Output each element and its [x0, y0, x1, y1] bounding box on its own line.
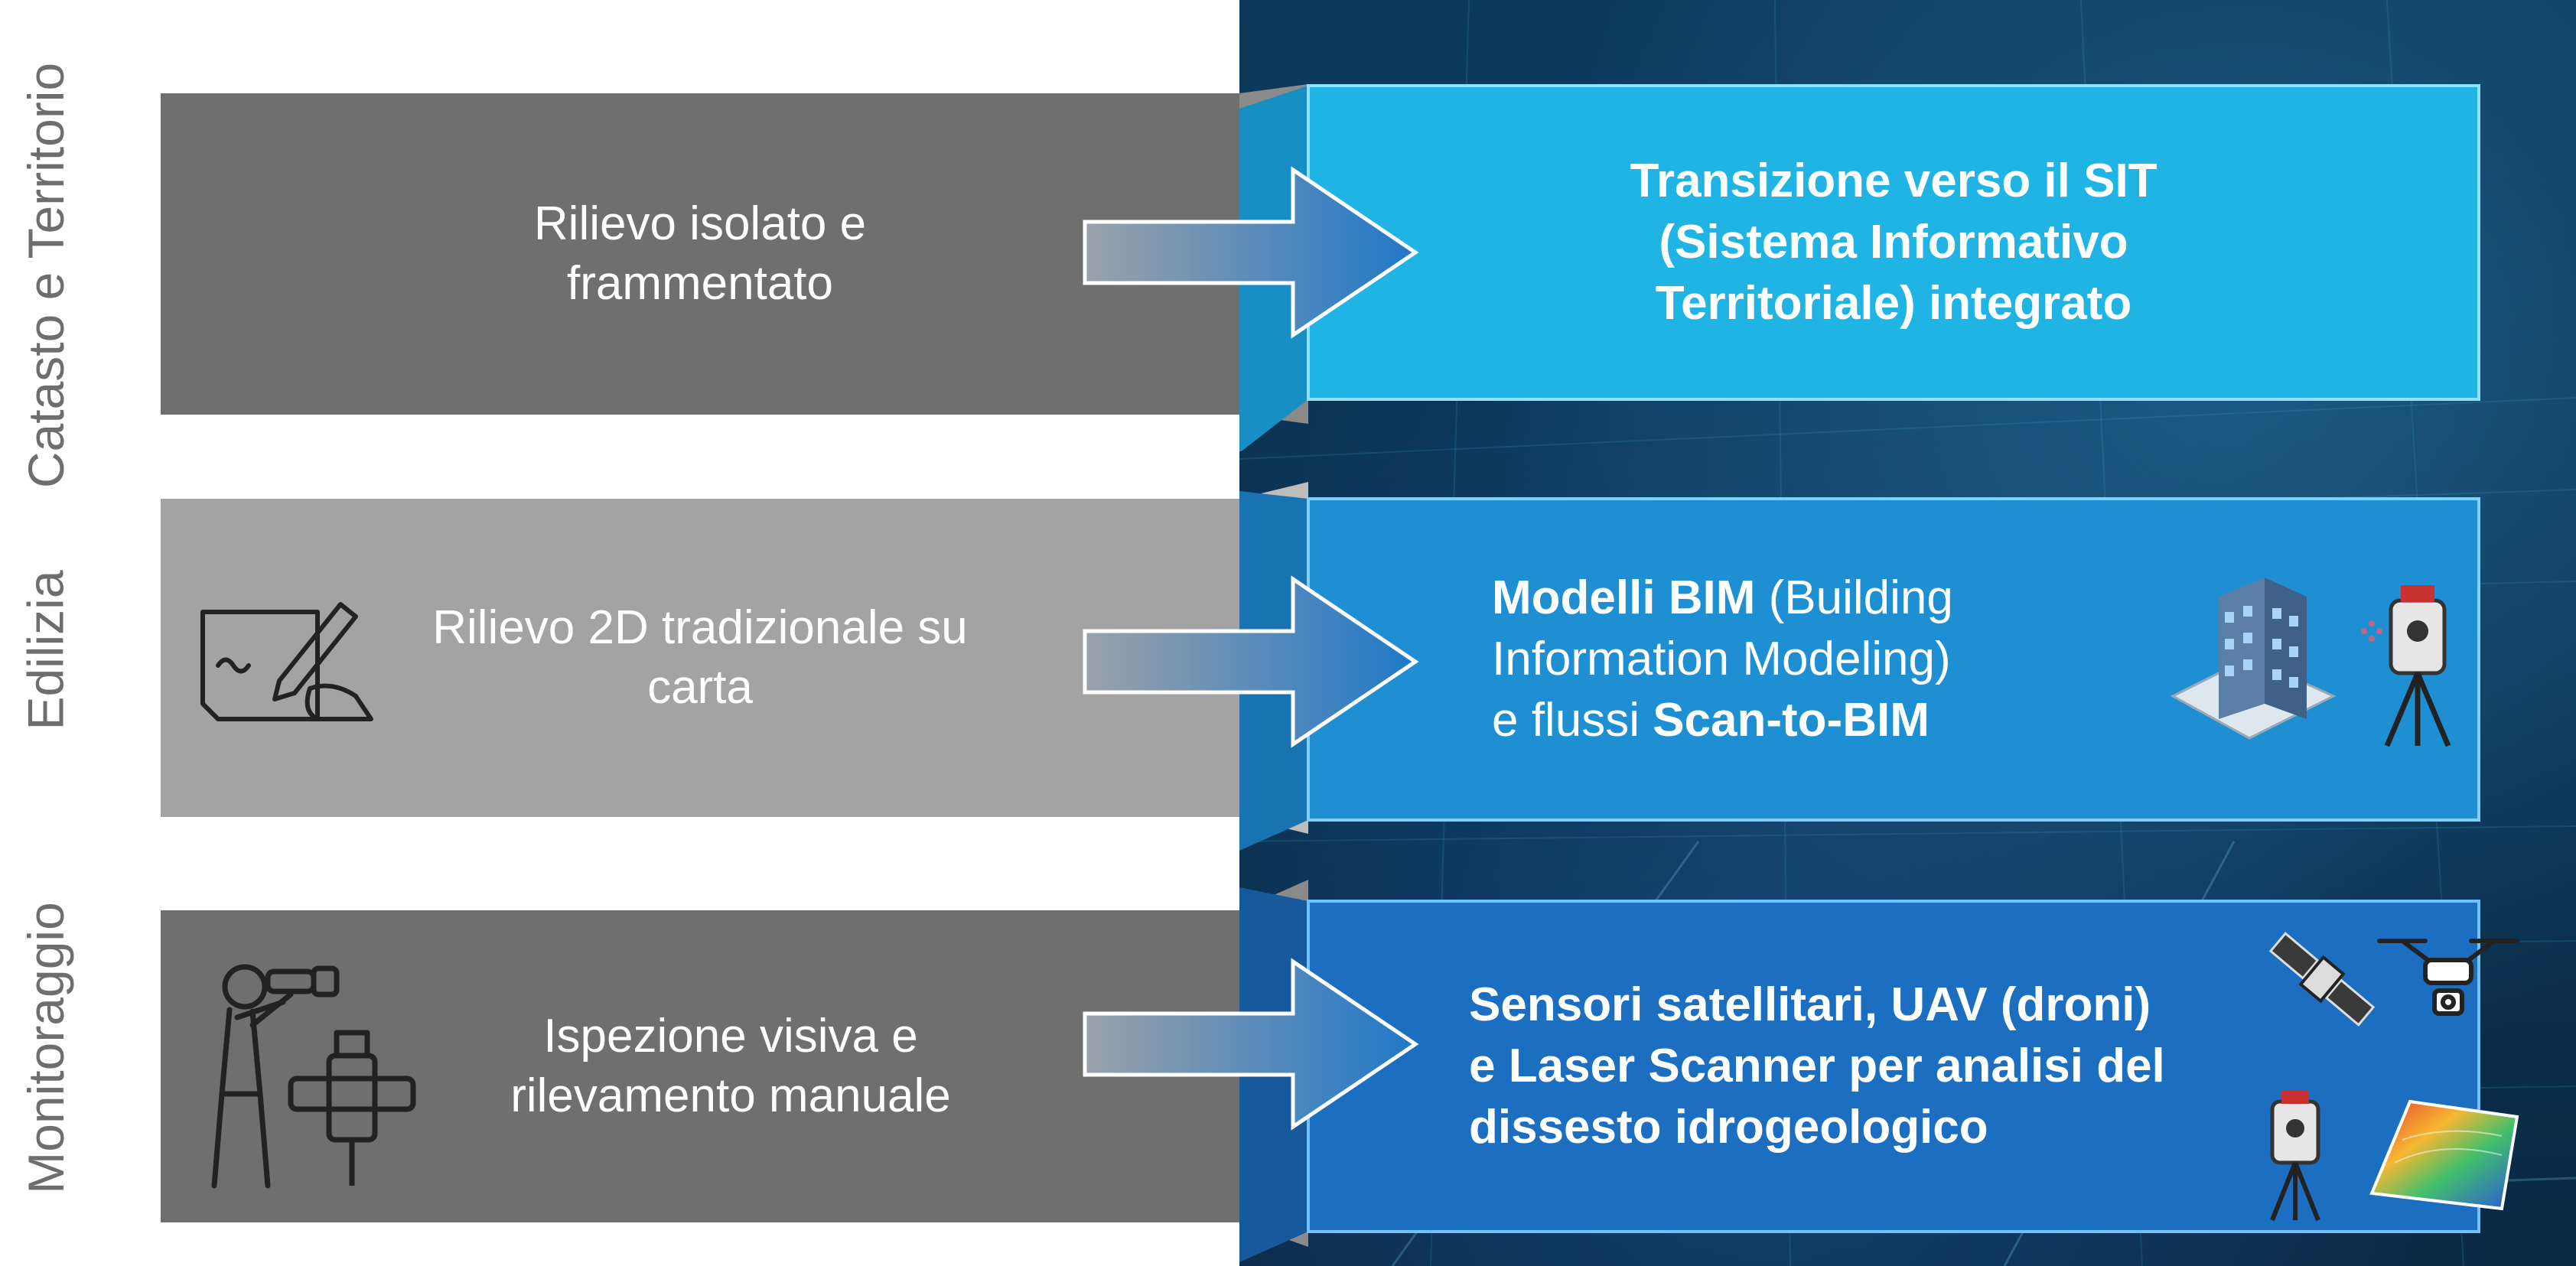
row2-right-box: Modelli BIM (Building Information Modeli…: [1308, 499, 2479, 820]
row2-left-text: Rilievo 2D tradizionale su carta: [432, 601, 968, 714]
row3-right-box: Sensori satellitari, UAV (droni) e Laser…: [1308, 901, 2479, 1232]
terrain-map-icon: [2369, 1099, 2519, 1211]
building-icon: [2170, 578, 2337, 740]
row3-left-box: Ispezione visiva e rilevamento manuale: [161, 910, 1239, 1222]
row2-right-text: Modelli BIM (Building Information Modeli…: [1492, 571, 1953, 747]
row1-arrow-icon: [1083, 166, 1419, 339]
row1-right-text: Transizione verso il SIT (Sistema Inform…: [1630, 155, 2158, 330]
laser-scanner-icon: [2361, 585, 2451, 747]
row3-right-text: Sensori satellitari, UAV (droni) e Laser…: [1469, 978, 2165, 1154]
drone-icon: [2377, 939, 2519, 1016]
jackhammer-icon: [288, 1030, 416, 1186]
row-label-catasto: Catasto e Territorio: [18, 62, 75, 489]
hand-writing-icon: [200, 602, 373, 721]
row2-arrow-icon: [1083, 575, 1419, 748]
laser-scanner-icon-2: [2270, 1090, 2320, 1222]
inspector-binoculars-icon: [211, 964, 340, 1189]
row3-arrow-icon: [1083, 958, 1419, 1131]
row1-right-box: Transizione verso il SIT (Sistema Inform…: [1308, 86, 2479, 399]
row-label-edilizia: Edilizia: [18, 570, 74, 731]
row2-left-box: Rilievo 2D tradizionale su carta: [161, 499, 1239, 817]
satellite-icon: [2268, 932, 2376, 1027]
row1-left-text: Rilievo isolato e frammentato: [533, 197, 867, 310]
row3-left-text: Ispezione visiva e rilevamento manuale: [510, 1010, 951, 1122]
row-label-monitoraggio: Monitoraggio: [18, 902, 74, 1194]
row1-left-box: Rilievo isolato e frammentato: [161, 93, 1239, 415]
